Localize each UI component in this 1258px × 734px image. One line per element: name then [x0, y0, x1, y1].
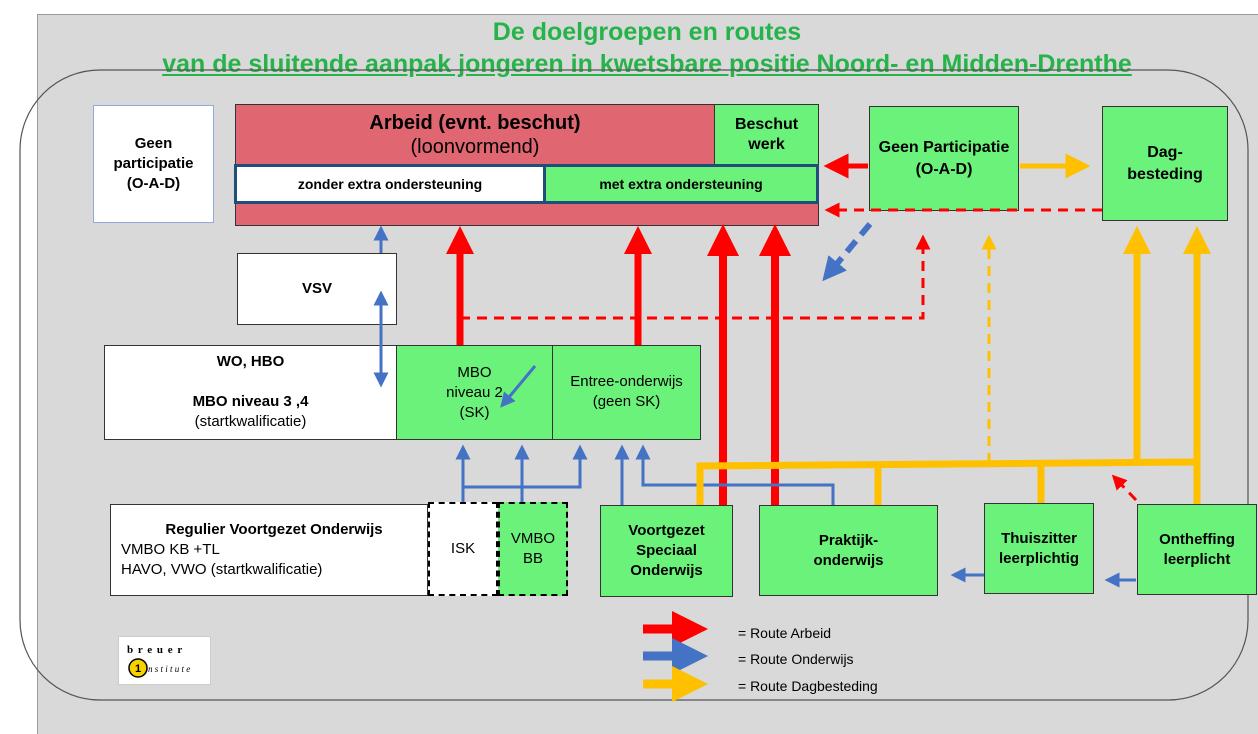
legend-label-onderwijs: = Route Onderwijs: [738, 651, 854, 667]
isk-label: ISK: [450, 540, 476, 557]
geen-participatie-right-line1: Geen Participatie: [878, 138, 1010, 156]
ontheffing-line1: Ontheffing: [1159, 530, 1235, 548]
legend-label-dagbesteding: = Route Dagbesteding: [738, 678, 878, 694]
vsv-box: VSV: [237, 253, 397, 325]
praktijk-line2: onderwijs: [813, 551, 884, 569]
thuiszitter-box: Thuiszitter leerplichtig: [984, 503, 1094, 594]
zonder-extra-ondersteuning: zonder extra ondersteuning: [237, 167, 546, 201]
red-dashed-routes: [460, 202, 1138, 502]
entree-line2: (geen SK): [592, 393, 661, 410]
diagram-title-line1: De doelgroepen en routes: [492, 18, 802, 46]
startkwalificatie-label: (startkwalificatie): [194, 413, 307, 430]
mbo-niveau-2-box: MBO niveau 2 (SK): [396, 345, 553, 440]
arbeid-label-group: Arbeid (evnt. beschut) (loonvormend): [235, 110, 715, 160]
ondersteuning-row: zonder extra ondersteuning met extra ond…: [234, 164, 819, 204]
blue-dashed-diagonal: [822, 222, 873, 282]
breuer-logo-icon: b r e u e r 1 n s t i t u t e: [127, 644, 190, 678]
dagbesteding-box: Dag- besteding: [1102, 106, 1228, 221]
mbo2-line3: (SK): [459, 403, 490, 421]
mbo-34-label: MBO niveau 3 ,4: [192, 393, 309, 410]
breuer-institute-logo: b r e u e r 1 n s t i t u t e: [118, 636, 211, 685]
vso-line1: Voortgezet: [628, 522, 705, 539]
vmbo-bb-line1: VMBO: [510, 530, 556, 547]
geen-participatie-left-box: Geen participatie (O-A-D): [93, 105, 214, 223]
ontheffing-line2: leerplicht: [1163, 550, 1231, 568]
regulier-vo-box: Regulier Voortgezet Onderwijs VMBO KB +T…: [110, 504, 428, 596]
legend-arrows: [643, 611, 708, 702]
svg-text:1: 1: [135, 663, 141, 675]
vmbo-bb-line2: BB: [522, 550, 543, 567]
vsv-label: VSV: [301, 280, 332, 297]
ontheffing-box: Ontheffing leerplicht: [1137, 504, 1257, 595]
wo-hbo-mbo-box: WO, HBO MBO niveau 3 ,4 (startkwalificat…: [104, 345, 397, 440]
entree-onderwijs-box: Entree-onderwijs (geen SK): [552, 345, 701, 440]
vso-box: Voortgezet Speciaal Onderwijs: [600, 505, 733, 597]
diagram-title-line2: van de sluitende aanpak jongeren in kwet…: [162, 50, 1132, 78]
thuiszitter-line1: Thuiszitter: [1001, 529, 1077, 547]
blue-route-arrows: [373, 225, 1136, 588]
met-extra-ondersteuning: met extra ondersteuning: [546, 167, 816, 201]
mbo2-line2: niveau 2: [446, 383, 503, 401]
regulier-line2: VMBO KB +TL: [121, 541, 220, 558]
regulier-line3: HAVO, VWO (startkwalificatie): [121, 561, 323, 578]
orange-route-arrows: [696, 153, 1211, 505]
svg-text:b r e u e r: b r e u e r: [127, 644, 183, 656]
geen-participatie-left-label: Geen participatie (O-A-D): [113, 135, 194, 192]
vso-line2: Speciaal: [636, 542, 697, 559]
regulier-title: Regulier Voortgezet Onderwijs: [165, 521, 383, 538]
legend-label-arbeid: = Route Arbeid: [738, 625, 832, 641]
mbo2-line1: MBO: [457, 363, 492, 381]
dagbesteding-line2: besteding: [1127, 165, 1203, 183]
praktijk-line1: Praktijk-: [818, 531, 879, 549]
beschut-werk-label: Beschut werk: [734, 115, 799, 153]
thuiszitter-line2: leerplichtig: [998, 549, 1080, 567]
praktijkonderwijs-box: Praktijk- onderwijs: [759, 505, 938, 596]
red-route-arrows: [446, 153, 868, 505]
isk-box: ISK: [428, 502, 498, 596]
dagbesteding-line1: Dag-: [1147, 143, 1183, 161]
vso-line3: Onderwijs: [630, 562, 703, 579]
arbeid-subtitle: (loonvormend): [410, 136, 540, 158]
arbeid-title: Arbeid (evnt. beschut): [369, 112, 581, 134]
wo-hbo-label: WO, HBO: [216, 353, 285, 370]
entree-line1: Entree-onderwijs: [570, 373, 683, 390]
vmbo-bb-box: VMBO BB: [498, 502, 568, 596]
geen-participatie-right-line2: (O-A-D): [915, 160, 973, 178]
svg-text:n s t i t u t e: n s t i t u t e: [148, 664, 190, 674]
beschut-werk-box: Beschut werk: [714, 104, 819, 165]
